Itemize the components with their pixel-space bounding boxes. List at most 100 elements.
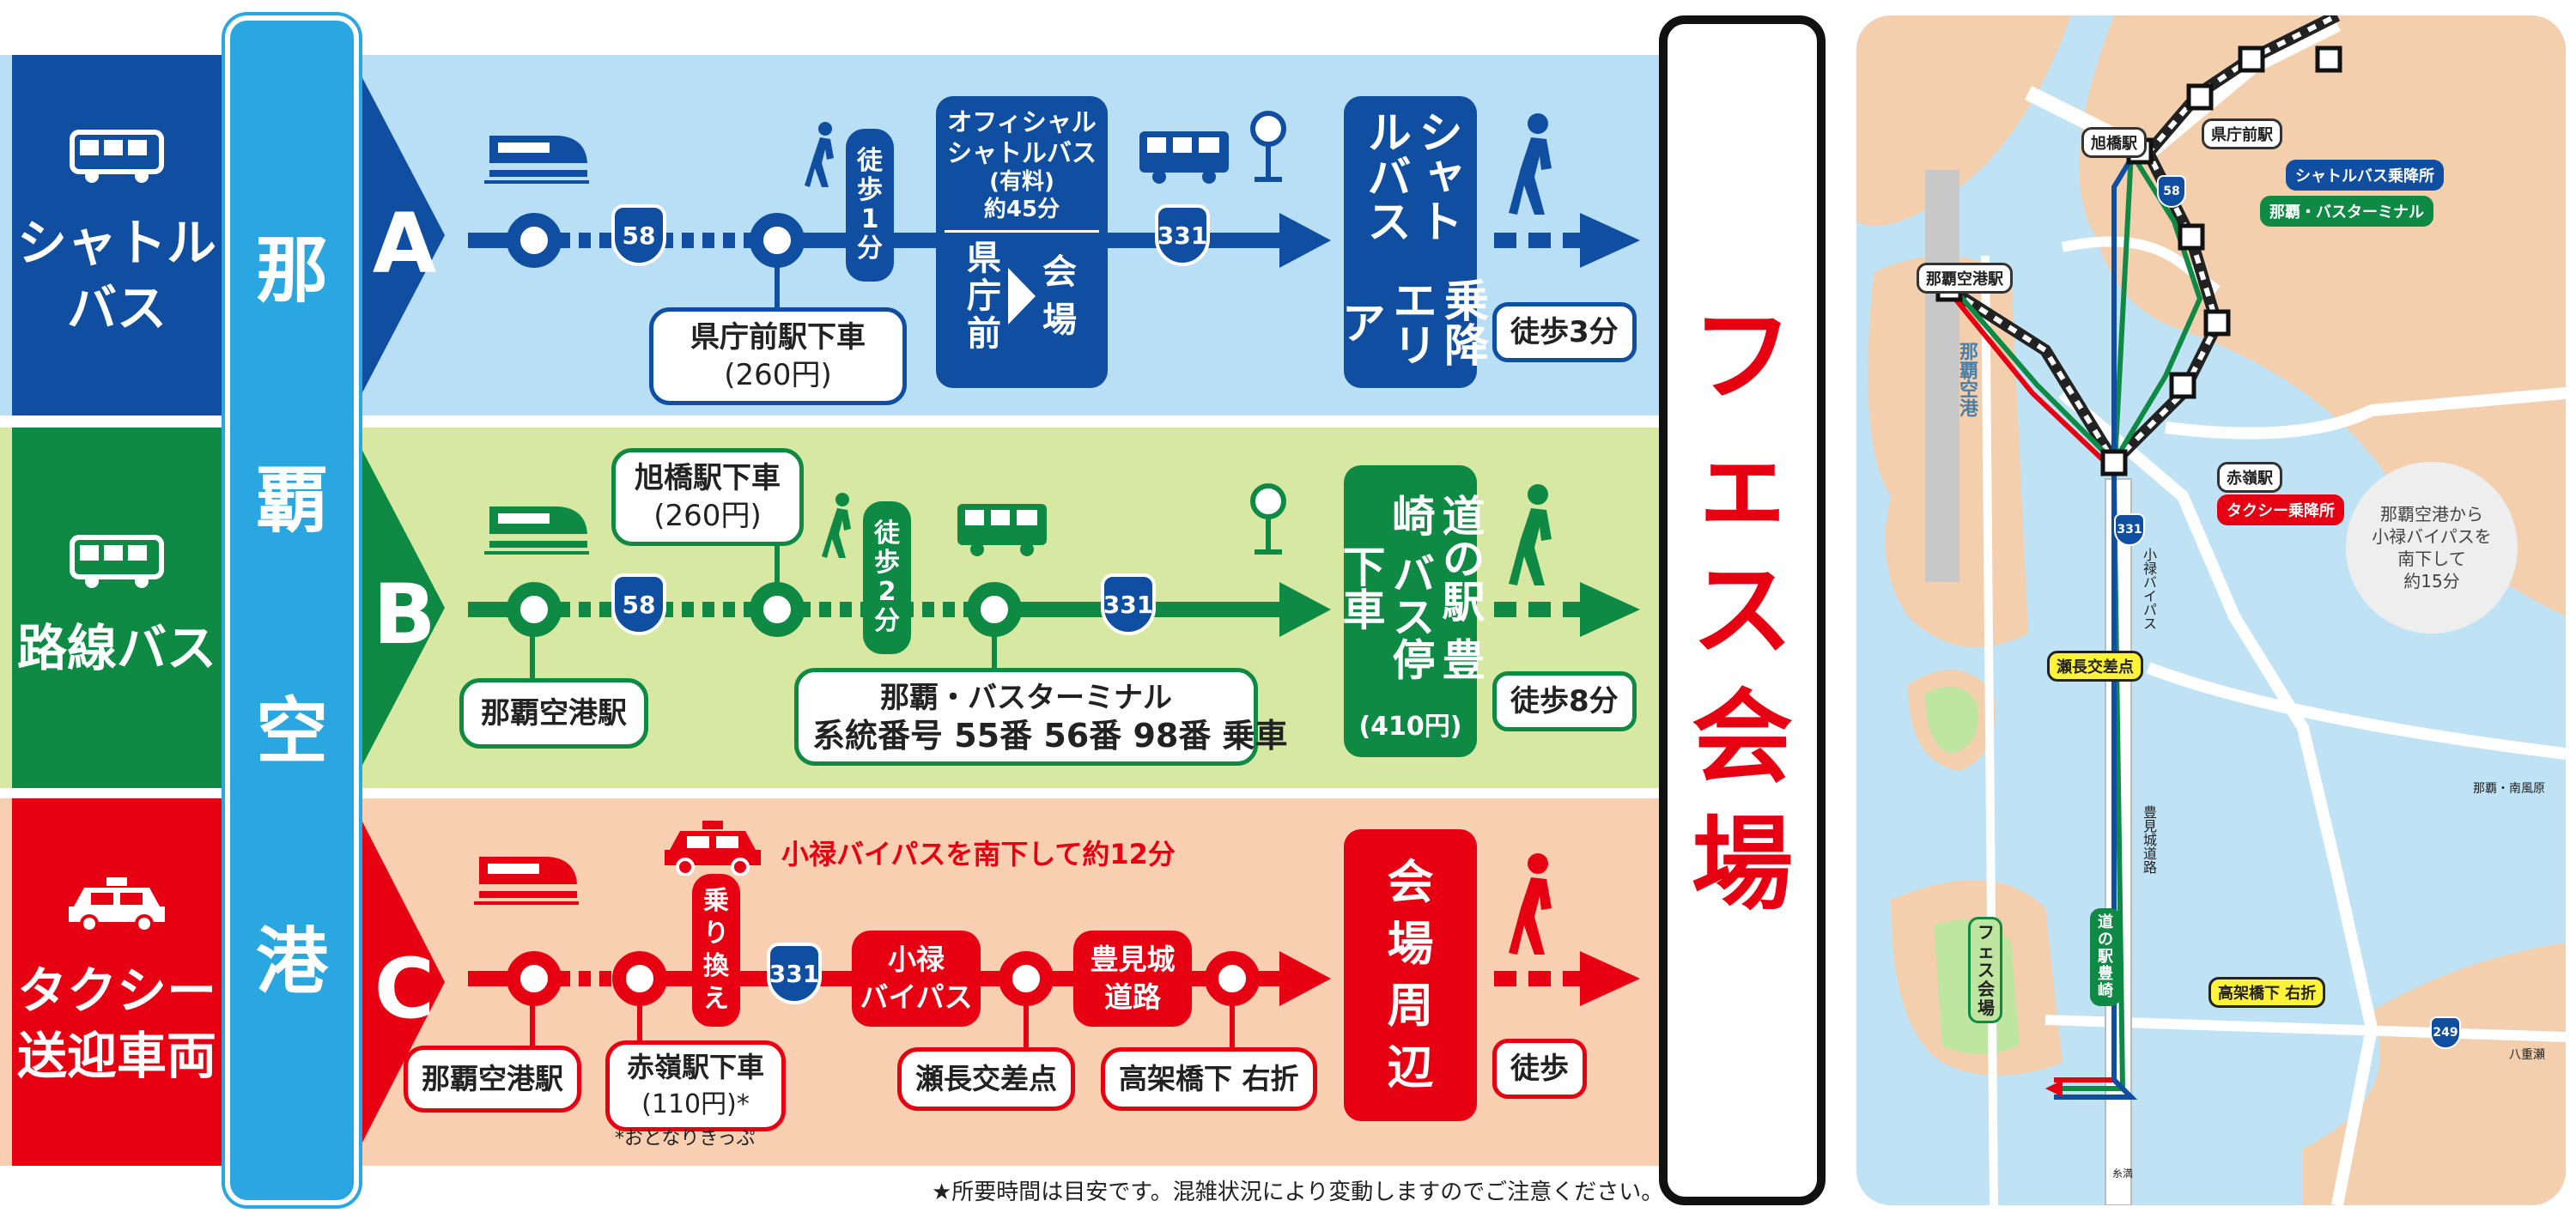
from-char: 庁	[967, 276, 1001, 316]
map-route-58-shield: 58	[2157, 175, 2186, 208]
michinoeki-stop-box: 道の駅 豊崎 バス停下車 (410円)	[1336, 465, 1485, 757]
map-label-michinoeki: 道の駅 豊崎	[2090, 908, 2121, 1006]
map-label-asahibashi-station: 旭橋駅	[2081, 127, 2147, 158]
naha-airport-sidebar: 那 覇 空 港	[225, 15, 359, 1205]
map-road-tomigusuku: 豊見城道路	[2141, 805, 2157, 874]
transfer-char: 換	[703, 951, 729, 981]
map-label-shuttle-stop: シャトルバス乗降所	[2286, 160, 2444, 191]
shuttle-route: 県庁前 会場	[967, 240, 1077, 353]
area-char: 周	[1387, 979, 1434, 1033]
akamine-station-label: 赤嶺駅下車 (110円)*	[605, 1040, 786, 1131]
train-icon	[484, 506, 589, 555]
category-shuttle-bus: シャトル バス	[12, 55, 222, 415]
bus-icon	[1139, 131, 1229, 184]
category-label-line: シャトル	[16, 214, 216, 272]
label-line: 旭橋駅下車	[635, 461, 781, 495]
walk-char: 2	[878, 577, 896, 607]
road-line: 道路	[1104, 980, 1161, 1014]
transfer-char: り	[703, 919, 729, 949]
station-node	[507, 951, 562, 1006]
station-node	[999, 951, 1054, 1006]
shuttle-title: オフィシャル	[947, 107, 1097, 136]
category-label-line: 送迎車両	[16, 1027, 216, 1085]
map-place-itoman: 糸満	[2112, 1167, 2134, 1180]
map-note-line: 南下して	[2397, 549, 2466, 569]
row-letter-b: B	[373, 567, 436, 663]
senaga-crossing-label: 瀬長交差点	[897, 1047, 1075, 1111]
map-time-note: 那覇空港から 小禄バイパスを 南下して 約15分	[2346, 462, 2518, 634]
origin-char: 覇	[255, 458, 328, 543]
walk-char: 歩	[857, 175, 883, 205]
map-note-line: 那覇空港から	[2380, 504, 2483, 525]
destination-char: ェ	[1691, 424, 1793, 543]
arrow-right-icon	[1008, 268, 1036, 324]
area-char: 場	[1387, 917, 1434, 971]
station-node	[1205, 951, 1260, 1006]
destination-char: 会	[1691, 678, 1793, 797]
kencho-station-label: 県庁前駅下車 (260円)	[649, 307, 907, 405]
walk-char: 歩	[874, 548, 900, 578]
naha-airport-station-label: 那覇空港駅	[459, 678, 648, 749]
walk-char: 1	[860, 204, 879, 234]
footnote: ★所要時間は目安です。混雑状況により変動しますのでご注意ください。	[932, 1180, 1664, 1205]
transfer-pill: 乗 り 換 え	[692, 874, 740, 1027]
map-graphic	[1856, 15, 2566, 1205]
stop-line: バス停下車	[1335, 544, 1436, 681]
walking-person-icon	[805, 122, 834, 187]
asahibashi-station-label: 旭橋駅下車 (260円)	[611, 448, 804, 546]
map-place-yaese: 八重瀬	[2509, 1048, 2545, 1062]
category-route-bus: 路線バス	[12, 428, 222, 788]
station-node	[750, 213, 805, 268]
from-char: 県	[967, 239, 1001, 278]
transfer-char: 乗	[703, 886, 729, 916]
bus-stop-icon	[1250, 111, 1286, 182]
walk-final-label: 徒歩3分	[1492, 302, 1637, 362]
label-line: (260円)	[724, 358, 832, 392]
origin-char: 港	[255, 919, 328, 1004]
area-line: シャトルバス	[1358, 108, 1462, 243]
bypass-line: 小禄	[888, 943, 945, 976]
category-taxi: タクシー 送迎車両	[12, 798, 222, 1166]
tomigusuku-road-pill: 豊見城 道路	[1073, 931, 1192, 1027]
station-node	[967, 582, 1022, 637]
walk-char: 徒	[857, 146, 883, 176]
origin-char: 空	[255, 688, 328, 773]
map-label-taxi-stop: タクシー乗降所	[2217, 494, 2344, 525]
taxi-icon	[665, 821, 761, 876]
map-note-line: 約15分	[2403, 571, 2460, 591]
walking-person-icon	[1509, 853, 1552, 955]
to-char: 会	[1042, 252, 1077, 292]
map-label-senaga-crossing: 瀬長交差点	[2047, 651, 2143, 682]
bypass-line: バイパス	[860, 980, 973, 1014]
label-line: 系統番号 55番 56番 98番 乗車	[812, 717, 1288, 755]
transfer-char: え	[703, 984, 729, 1014]
label-line: 県庁前駅下車	[690, 320, 866, 355]
map-route-331-shield: 331	[2114, 513, 2145, 546]
shuttle-area-box: シャトルバス 乗降エリア	[1334, 96, 1488, 388]
shuttle-divider	[945, 230, 1099, 233]
route-331-shield: 331	[1155, 204, 1210, 266]
bus-stop-icon	[1250, 483, 1286, 555]
destination-char: ス	[1691, 551, 1793, 670]
destination-char: フ	[1691, 297, 1793, 415]
bus-icon	[70, 130, 164, 183]
map-label-overpass-turn: 高架橋下 右折	[2208, 977, 2326, 1008]
overpass-turn-label: 高架橋下 右折	[1101, 1047, 1317, 1111]
category-label-line: バス	[66, 279, 167, 337]
area-line: 乗降エリア	[1333, 276, 1488, 367]
station-node	[750, 582, 805, 637]
taxi-note: 小禄バイパスを南下して約12分	[781, 838, 1176, 870]
naha-airport-station-label: 那覇空港駅	[404, 1046, 581, 1113]
map-label-kencho-station: 県庁前駅	[2202, 118, 2282, 149]
taxi-icon	[69, 877, 165, 933]
walk-1-min-pill: 徒 歩 1 分	[846, 129, 894, 282]
label-line: (110円)*	[641, 1089, 750, 1119]
shuttle-title: シャトルバス	[946, 138, 1097, 167]
oroku-bypass-pill: 小禄 バイパス	[852, 931, 981, 1027]
bus-icon	[70, 535, 164, 588]
map-label-fes-venue: フェス会場	[1968, 917, 2002, 1023]
route-331-shield: 331	[767, 943, 822, 1004]
map-note-line: 小禄バイパスを	[2372, 526, 2492, 547]
bus-icon	[957, 504, 1047, 556]
bus-terminal-label: 那覇・バスターミナル 系統番号 55番 56番 98番 乗車	[794, 668, 1288, 766]
